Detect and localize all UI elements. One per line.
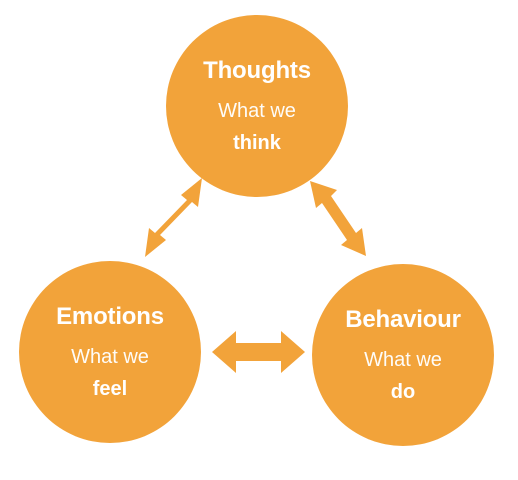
emotions-node: Emotions What we feel	[19, 261, 201, 443]
behaviour-node: Behaviour What we do	[312, 264, 494, 446]
arrow-thoughts-behaviour-shape	[310, 181, 366, 256]
emotions-subtitle: What we	[71, 346, 149, 368]
arrow-emotions-behaviour-shape	[212, 331, 305, 373]
thoughts-node: Thoughts What we think	[166, 15, 348, 197]
emotions-title: Emotions	[56, 303, 164, 330]
arrow-thoughts-emotions	[145, 178, 202, 257]
thoughts-title: Thoughts	[203, 57, 311, 84]
behaviour-keyword: do	[390, 381, 416, 403]
behaviour-title: Behaviour	[345, 306, 461, 333]
behaviour-subtitle: What we	[364, 349, 442, 371]
arrow-emotions-behaviour	[212, 331, 305, 373]
emotions-keyword: feel	[92, 378, 128, 400]
thoughts-subtitle: What we	[218, 100, 296, 122]
thoughts-keyword: think	[233, 132, 281, 154]
arrow-thoughts-emotions-shape	[145, 178, 202, 257]
arrow-thoughts-behaviour	[310, 181, 366, 256]
